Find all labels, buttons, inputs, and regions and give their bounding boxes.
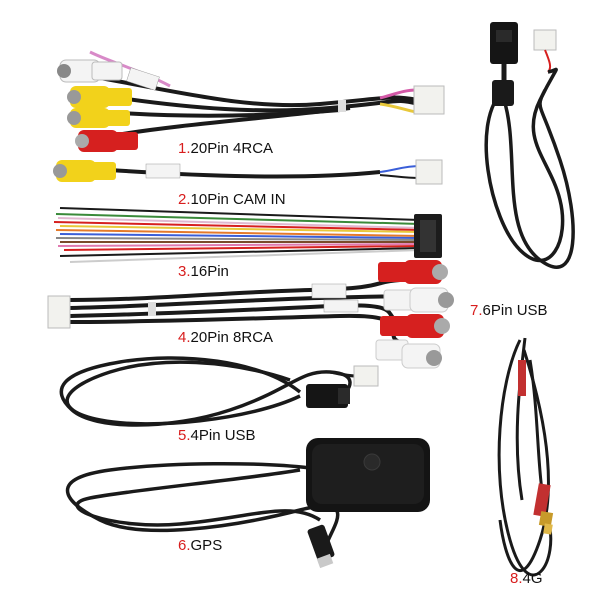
label-20pin-8rca: 4.20Pin 8RCA xyxy=(178,330,273,345)
label-number: 8. xyxy=(510,570,523,587)
label-number: 6. xyxy=(178,537,191,554)
label-6pin-usb: 7.6Pin USB xyxy=(470,303,548,318)
cable-10pin-cam-in xyxy=(53,159,443,185)
label-text: 4Pin USB xyxy=(190,427,256,444)
label-gps: 6.GPS xyxy=(178,538,222,553)
label-10pin-cam-in: 2.10Pin CAM IN xyxy=(178,192,286,207)
label-text: 16Pin xyxy=(190,263,229,280)
label-text: 6Pin USB xyxy=(482,302,548,319)
label-4g: 8.4G xyxy=(510,571,543,586)
label-number: 3. xyxy=(178,263,191,280)
antenna-4g xyxy=(497,337,554,577)
label-16pin: 3.16Pin xyxy=(178,264,229,279)
label-number: 4. xyxy=(178,329,191,346)
cable-4pin-usb xyxy=(59,356,379,427)
label-number: 7. xyxy=(470,302,483,319)
label-number: 2. xyxy=(178,191,191,208)
label-text: 10Pin CAM IN xyxy=(190,191,286,208)
cable-20pin-8rca xyxy=(47,260,454,369)
label-4pin-usb: 5.4Pin USB xyxy=(178,428,256,443)
cable-6pin-usb xyxy=(484,22,575,269)
label-text: 4G xyxy=(522,570,543,587)
label-text: 20Pin 4RCA xyxy=(190,140,274,157)
label-text: GPS xyxy=(190,537,223,554)
gps-antenna xyxy=(65,438,430,569)
label-text: 20Pin 8RCA xyxy=(190,329,274,346)
label-number: 1. xyxy=(178,140,191,157)
cable-20pin-4rca xyxy=(57,50,445,152)
label-20pin-4rca: 1.20Pin 4RCA xyxy=(178,141,273,156)
label-number: 5. xyxy=(178,427,191,444)
cable-16pin xyxy=(53,207,442,263)
